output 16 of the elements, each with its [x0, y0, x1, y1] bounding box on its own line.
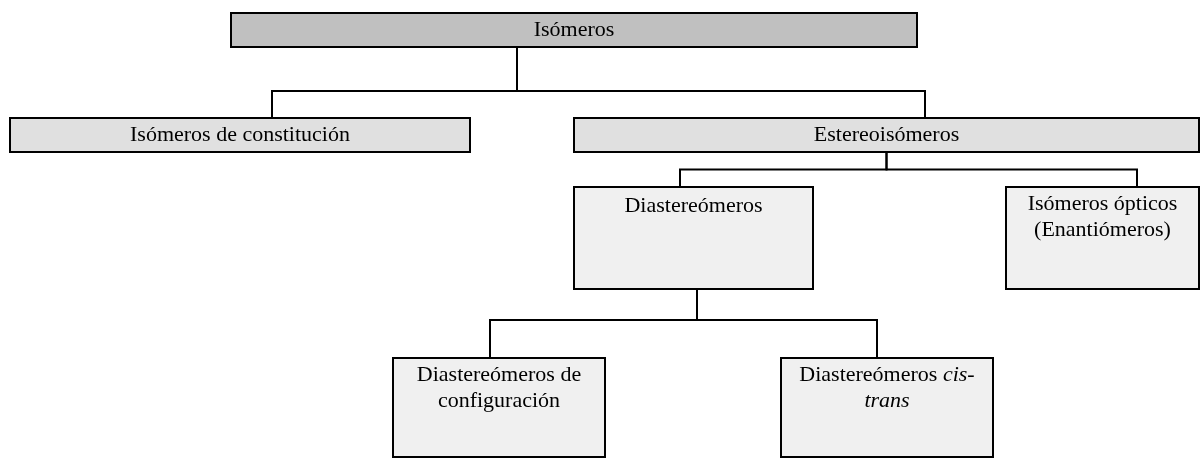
- category-box: [9, 117, 471, 153]
- category-label: Diastereómeros: [623, 192, 764, 218]
- category-label: Diastereómeros cis-trans: [798, 361, 976, 413]
- category-label: Isómeros: [532, 16, 616, 42]
- category-label: Diastereómeros de configuración: [415, 361, 583, 413]
- category-box: [780, 357, 994, 458]
- category-box: [573, 117, 1200, 153]
- category-label: Isómeros de constitución: [129, 121, 351, 147]
- category-box: [573, 186, 814, 290]
- category-box: [392, 357, 606, 458]
- connector-line: [696, 289, 878, 358]
- category-label: Estereoisómeros: [812, 121, 961, 147]
- category-box: [230, 12, 918, 48]
- connector-line: [885, 152, 1138, 187]
- category-label: Isómeros ópticos (Enantiómeros): [1026, 190, 1179, 242]
- category-box: [1005, 186, 1200, 290]
